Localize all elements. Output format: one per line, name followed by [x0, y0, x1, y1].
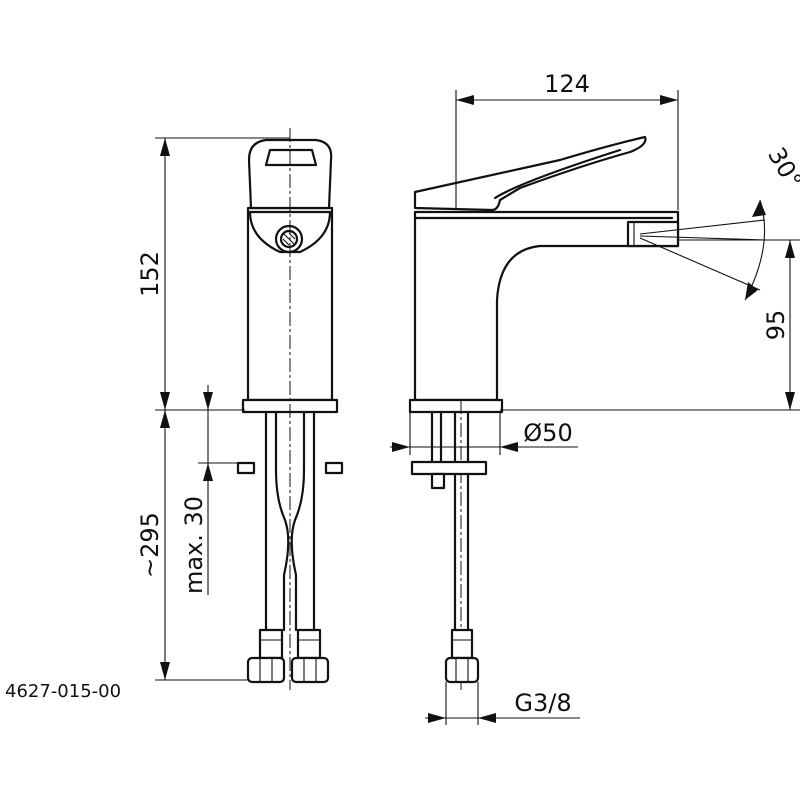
front-ferrule-left — [258, 628, 284, 660]
front-nut-right — [324, 461, 344, 475]
front-hex-left — [246, 656, 286, 684]
front-nut-left — [236, 461, 256, 475]
dim-depth: 124 — [544, 70, 590, 98]
front-hose-left — [264, 410, 290, 632]
dim-deck-max: max. 30 — [180, 496, 208, 594]
side-view — [408, 135, 800, 690]
spray-line-top — [639, 219, 766, 235]
front-hex-right — [290, 656, 330, 684]
side-mount-plate — [410, 460, 488, 476]
front-lever-slot — [264, 148, 318, 167]
drawing-code: 4627-015-00 — [5, 681, 121, 702]
dim-angle: 30° — [762, 143, 800, 194]
dim-spout-height: 95 — [762, 310, 790, 341]
side-lever-edge — [493, 148, 622, 200]
dim-total-height: 152 — [136, 251, 164, 297]
front-view — [236, 128, 344, 690]
spray-line-bottom — [639, 237, 761, 291]
side-hex-nut — [444, 656, 480, 684]
dimensions: 124 152 ~295 max. 30 95 30° — [136, 70, 800, 725]
front-ferrule-right — [296, 628, 322, 660]
side-nozzle — [626, 220, 680, 248]
front-hose-right — [290, 410, 316, 632]
side-ferrule — [450, 628, 474, 660]
spray-line-mid — [639, 235, 766, 241]
dim-below-length: ~295 — [136, 512, 164, 578]
side-base — [408, 398, 504, 414]
dim-base-diameter: Ø50 — [523, 419, 572, 447]
side-lever — [413, 135, 647, 212]
dim-connection: G3/8 — [514, 689, 571, 717]
side-mount-nut — [430, 472, 446, 490]
